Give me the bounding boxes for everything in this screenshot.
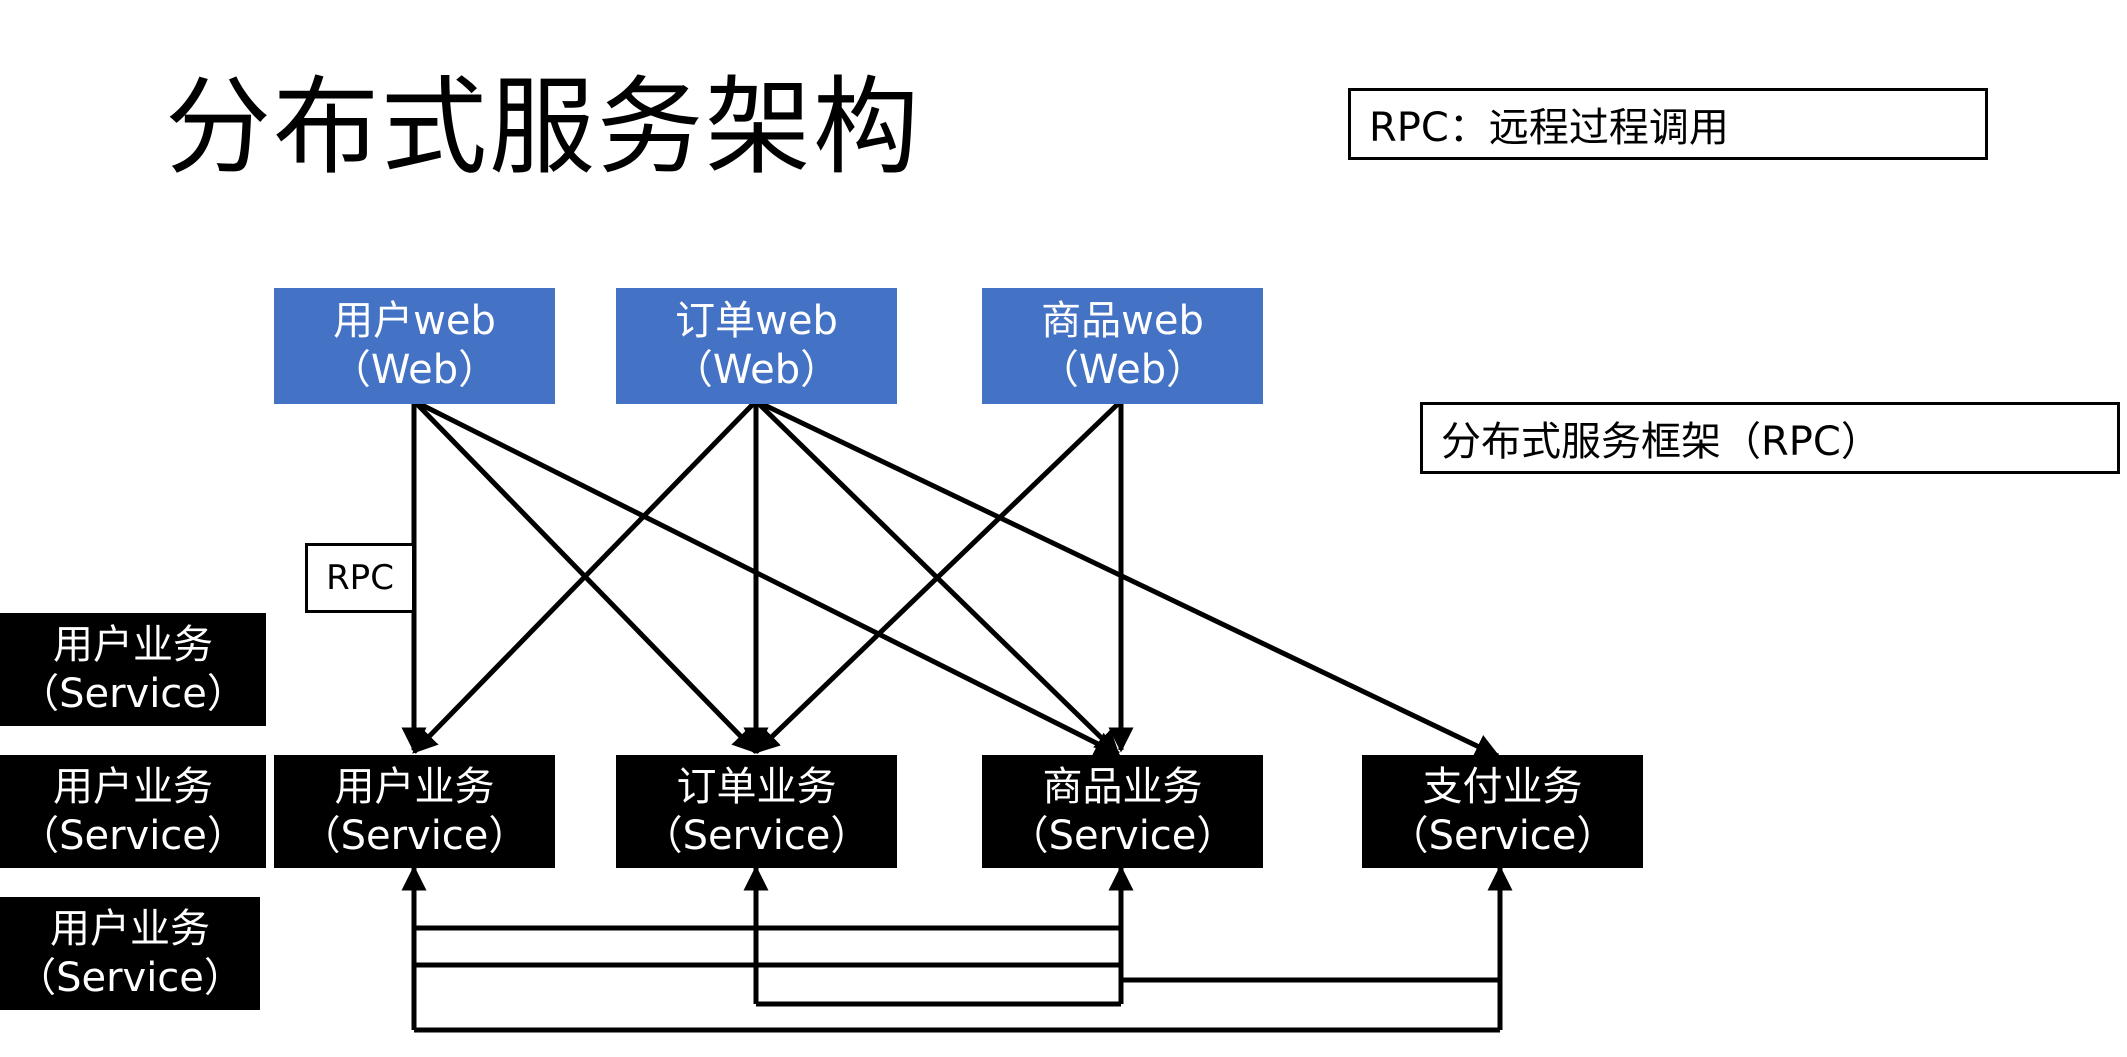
user-web-name: 用户web — [333, 298, 496, 345]
rpc-edge-label: RPC — [305, 543, 415, 613]
order-web-node: 订单web （Web） — [616, 288, 897, 404]
goods-web-name: 商品web — [1041, 298, 1204, 345]
replica-sub: （Service） — [19, 670, 247, 717]
user-web-node: 用户web （Web） — [274, 288, 555, 404]
user-service-replica: 用户业务 （Service） — [0, 755, 266, 868]
framework-note: 分布式服务框架（RPC） — [1420, 402, 2120, 474]
pay-service-sub: （Service） — [1388, 812, 1617, 859]
replica-name: 用户业务 — [50, 905, 210, 952]
edge-user-web-to-goods-service — [412, 398, 1121, 757]
goods-service-node: 商品业务 （Service） — [982, 755, 1263, 868]
user-web-sub: （Web） — [330, 347, 499, 393]
user-service-replica: 用户业务 （Service） — [0, 613, 266, 726]
edge-order-web-to-pay-service — [754, 398, 1501, 759]
goods-web-sub: （Web） — [1038, 347, 1207, 393]
user-service-node: 用户业务 （Service） — [274, 755, 555, 868]
user-service-replica: 用户业务 （Service） — [0, 897, 260, 1010]
user-service-name: 用户业务 — [334, 763, 495, 810]
replica-name: 用户业务 — [53, 763, 213, 810]
order-web-name: 订单web — [675, 298, 838, 345]
edge-goods-web-to-order-service — [754, 399, 1123, 754]
order-service-node: 订单业务 （Service） — [616, 755, 897, 868]
goods-service-name: 商品业务 — [1042, 763, 1203, 810]
user-service-sub: （Service） — [300, 812, 529, 859]
replica-sub: （Service） — [16, 954, 244, 1001]
replica-name: 用户业务 — [53, 621, 213, 668]
edge-order-web-to-user-service — [412, 399, 758, 754]
order-service-name: 订单业务 — [676, 763, 837, 810]
rpc-definition-note: RPC：远程过程调用 — [1348, 88, 1988, 160]
goods-service-sub: （Service） — [1008, 812, 1237, 859]
pay-service-node: 支付业务 （Service） — [1362, 755, 1643, 868]
goods-web-node: 商品web （Web） — [982, 288, 1263, 404]
pay-service-name: 支付业务 — [1422, 763, 1583, 810]
page-title: 分布式服务架构 — [165, 66, 921, 189]
order-web-sub: （Web） — [672, 347, 841, 393]
replica-sub: （Service） — [19, 812, 247, 859]
order-service-sub: （Service） — [642, 812, 871, 859]
